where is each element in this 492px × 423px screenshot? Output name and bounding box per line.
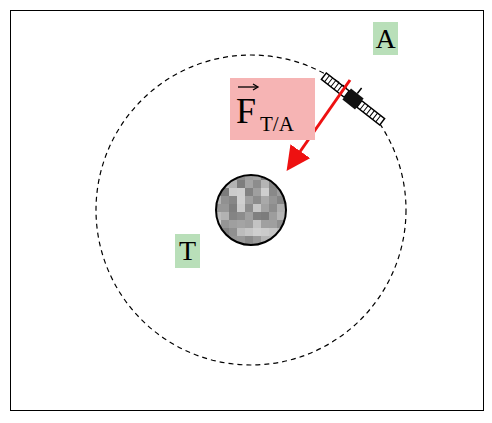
planet-label: T xyxy=(175,234,200,268)
planet-texture xyxy=(213,172,293,252)
orbit xyxy=(96,55,406,365)
planet xyxy=(216,175,286,245)
force-subscript: T/A xyxy=(260,114,294,135)
satellite xyxy=(320,65,391,127)
satellite-label: A xyxy=(373,22,398,55)
frame xyxy=(11,11,484,411)
force-symbol: F xyxy=(236,93,256,129)
